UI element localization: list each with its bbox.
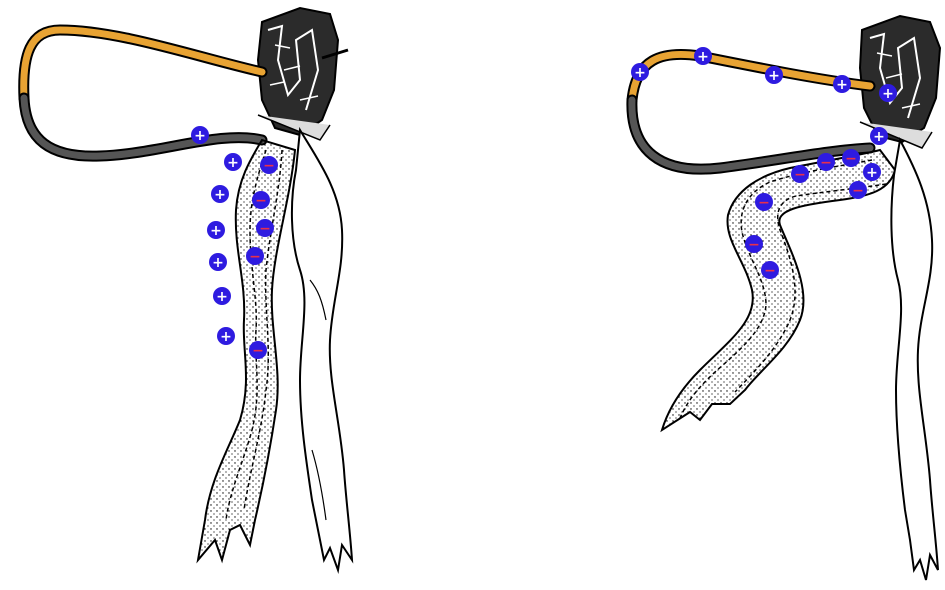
- negative-ion: −: [755, 193, 773, 211]
- ion-sign: +: [634, 65, 646, 81]
- positive-ion: +: [191, 126, 209, 144]
- ion-sign: −: [852, 183, 864, 199]
- ion-sign: +: [882, 86, 894, 102]
- frog-torso-remnant: [258, 8, 348, 140]
- negative-ion: −: [842, 149, 860, 167]
- ion-sign: +: [214, 187, 226, 203]
- frog-leg-plain-right: [891, 140, 945, 590]
- ion-sign: −: [249, 249, 261, 265]
- negative-ion: −: [249, 341, 267, 359]
- zinc-wire-segment: [24, 98, 262, 156]
- negative-ion: −: [817, 153, 835, 171]
- left-panel: + + + + + + + − − − − −: [24, 8, 352, 570]
- frog-leg-plain-left: [292, 130, 352, 570]
- positive-ion: +: [211, 185, 229, 203]
- positive-ion: +: [213, 287, 231, 305]
- ion-sign: −: [820, 155, 832, 171]
- negative-ion: −: [252, 191, 270, 209]
- ion-sign: −: [259, 221, 271, 237]
- negative-ion: −: [791, 165, 809, 183]
- positive-ion: +: [217, 327, 235, 345]
- positive-ion: +: [879, 84, 897, 102]
- ion-sign: −: [252, 343, 264, 359]
- ion-sign: −: [764, 263, 776, 279]
- ion-sign: +: [210, 223, 222, 239]
- ion-sign: +: [220, 329, 232, 345]
- bimetal-arc-left: [24, 30, 262, 156]
- negative-ion: −: [745, 235, 763, 253]
- ion-sign: +: [697, 49, 709, 65]
- ion-sign: −: [255, 193, 267, 209]
- ion-sign: +: [866, 165, 878, 181]
- ion-sign: −: [263, 158, 275, 174]
- ion-sign: +: [768, 68, 780, 84]
- positive-ion: +: [765, 66, 783, 84]
- positive-ion: +: [833, 75, 851, 93]
- bimetal-arc-right: [632, 54, 870, 169]
- right-panel: + + + + + + + − − − − − − −: [631, 16, 945, 590]
- frog-leg-hanging: [198, 140, 295, 560]
- positive-ion: +: [209, 253, 227, 271]
- negative-ion: −: [256, 219, 274, 237]
- ion-sign: −: [794, 167, 806, 183]
- ion-sign: +: [194, 128, 206, 144]
- ion-sign: +: [227, 155, 239, 171]
- ion-sign: −: [758, 195, 770, 211]
- positive-ion: +: [224, 153, 242, 171]
- positive-ion: +: [631, 63, 649, 81]
- ion-sign: −: [845, 151, 857, 167]
- ion-sign: +: [873, 129, 885, 145]
- ion-sign: +: [212, 255, 224, 271]
- positive-ion: +: [870, 127, 888, 145]
- negative-ion: −: [761, 261, 779, 279]
- positive-ion: +: [694, 47, 712, 65]
- ion-sign: +: [216, 289, 228, 305]
- negative-ion: −: [246, 247, 264, 265]
- ion-sign: −: [748, 237, 760, 253]
- ion-sign: +: [836, 77, 848, 93]
- negative-ion: −: [849, 181, 867, 199]
- positive-ion: +: [863, 163, 881, 181]
- copper-wire-segment: [632, 54, 870, 100]
- positive-ion: +: [207, 221, 225, 239]
- negative-ion: −: [260, 156, 278, 174]
